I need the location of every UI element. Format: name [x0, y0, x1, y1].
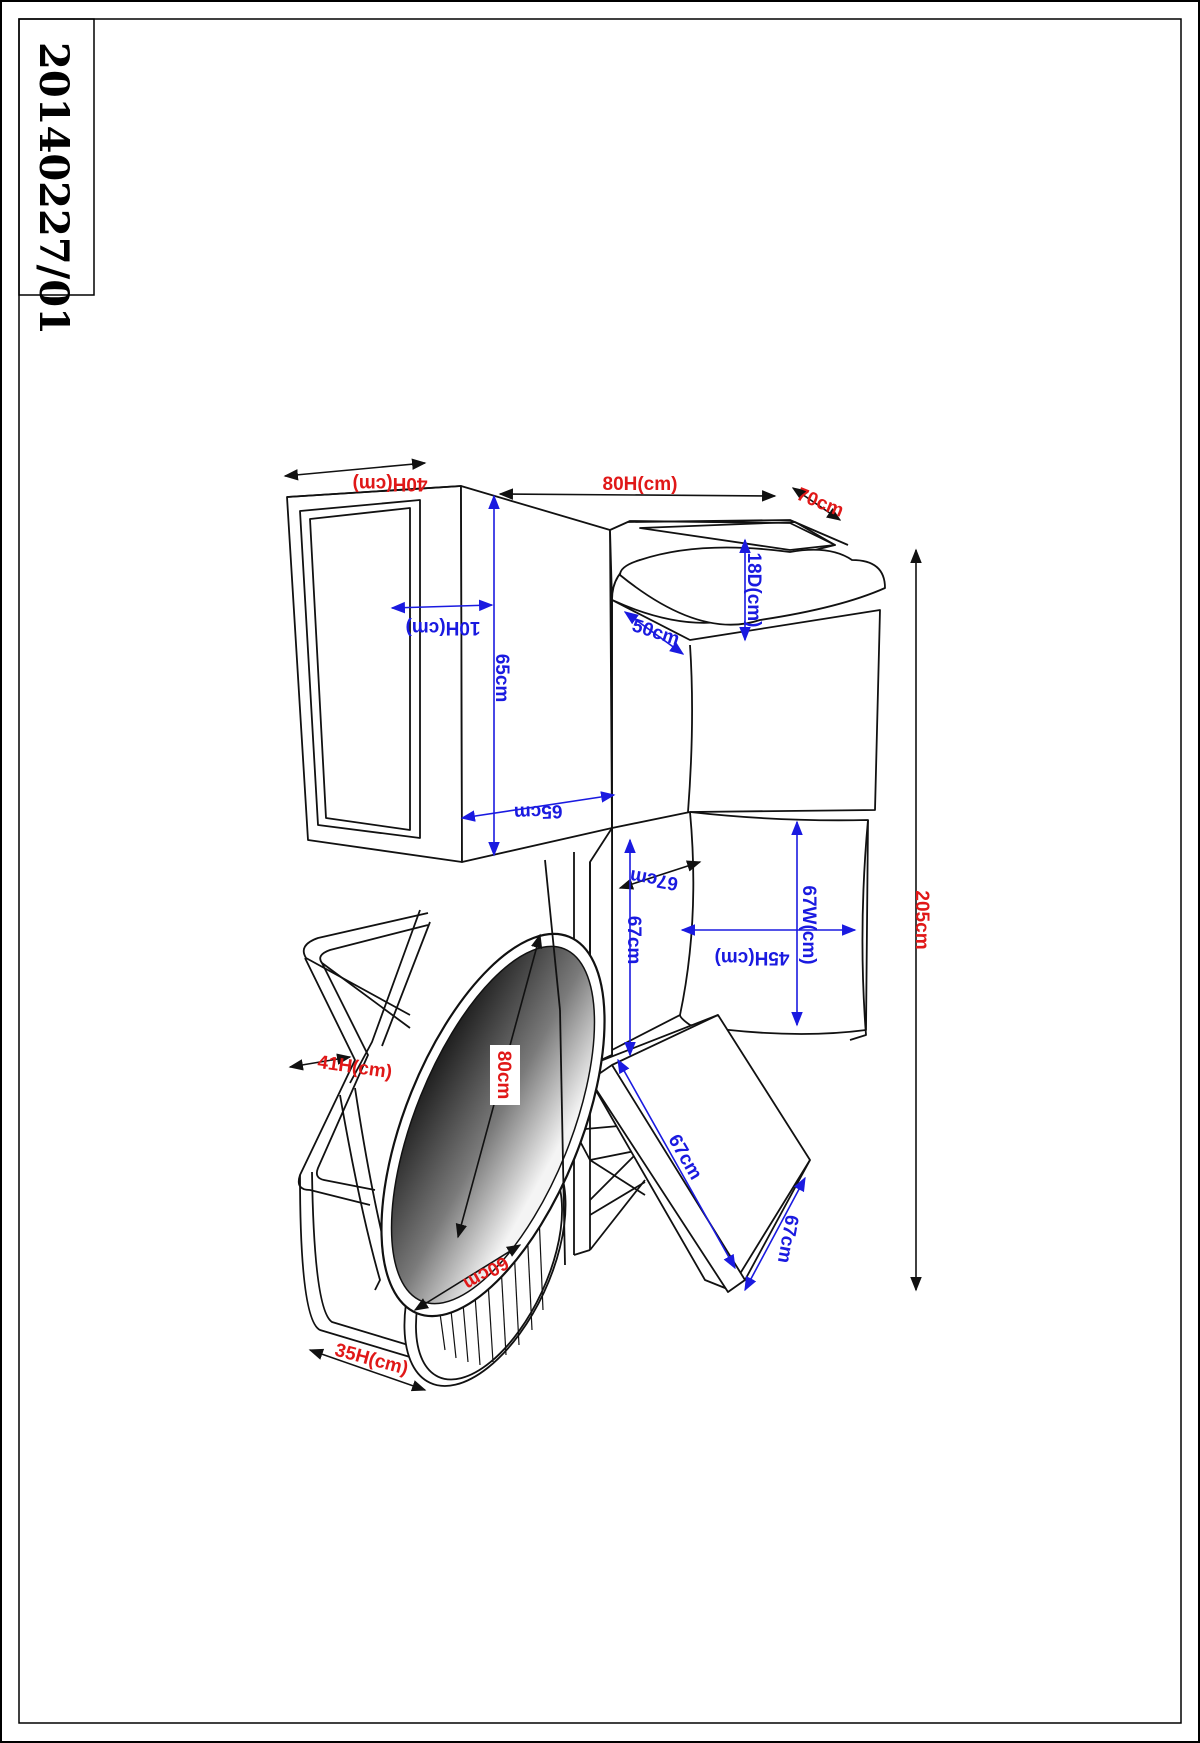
title-box — [18, 18, 95, 296]
label-backing — [490, 1045, 520, 1105]
label-65cm-vertical: 65cm — [491, 654, 512, 703]
inner-border — [18, 18, 1182, 1724]
label-80cm: 80cm — [493, 1051, 514, 1100]
label-18d: 18D(cm) — [743, 553, 764, 628]
label-67cm-b: 67cm — [623, 916, 644, 965]
label-10h: 10H(cm) — [406, 617, 481, 638]
label-65cm-horizontal: 65cm — [514, 800, 563, 823]
drawing-code: 20140227/01 — [30, 42, 77, 335]
seat-cushions — [609, 519, 886, 1055]
label-45h: 45H(cm) — [715, 947, 790, 968]
label-205cm: 205cm — [911, 890, 932, 949]
label-41h: 41H(cm) — [316, 1052, 393, 1083]
label-67cm-a: 67cm — [628, 865, 680, 894]
label-40h: 40H(cm) — [353, 473, 428, 494]
label-70cm: 70cm — [794, 484, 847, 522]
label-67w: 67W(cm) — [798, 885, 819, 964]
label-80h: 80H(cm) — [603, 474, 678, 495]
chair-frame — [297, 909, 431, 1361]
furniture-drawing — [286, 485, 886, 1387]
